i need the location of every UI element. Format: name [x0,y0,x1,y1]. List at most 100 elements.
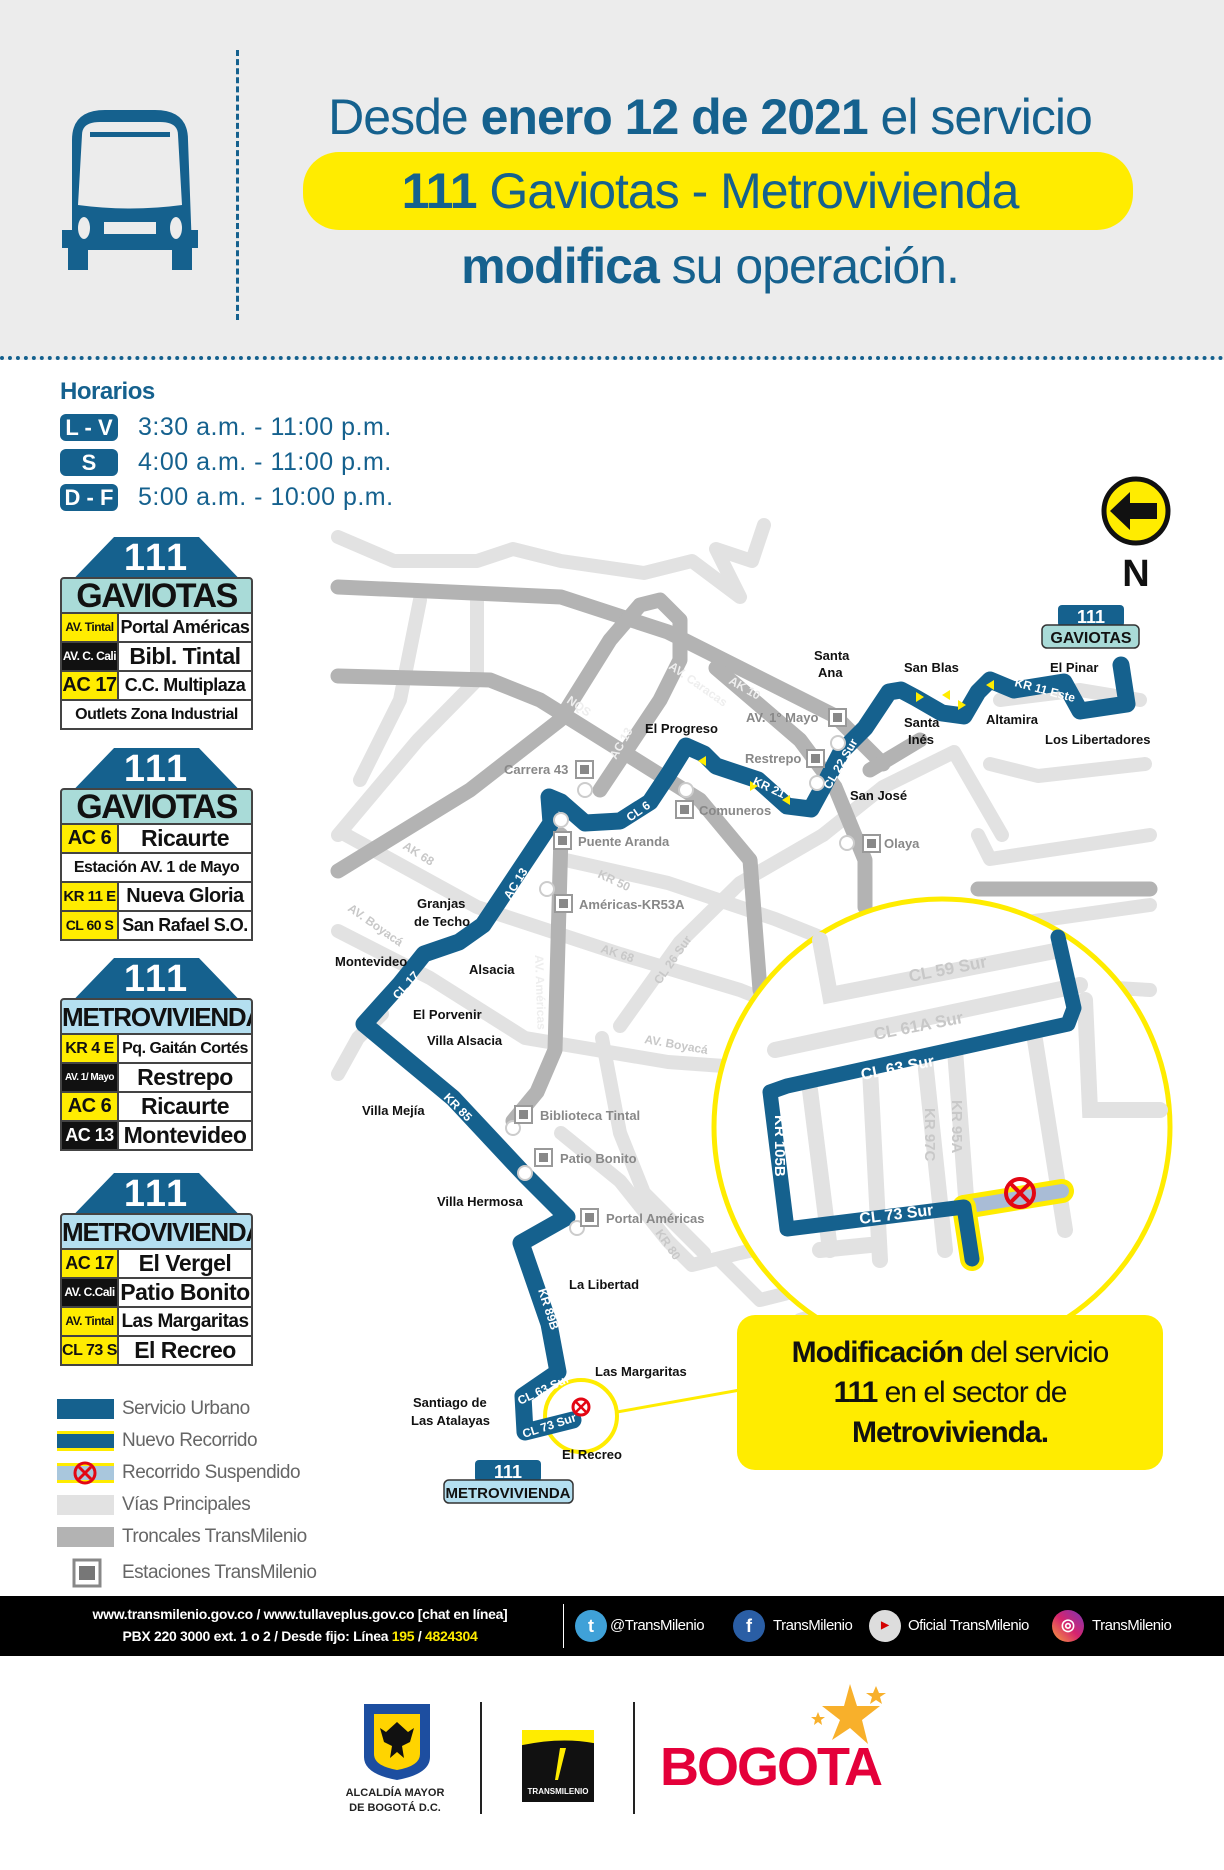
days-badge: S [60,449,118,476]
troncal-label: AK 10 [727,673,764,702]
road-label: AK 68 [400,839,437,869]
main-roads-swatch [57,1495,114,1515]
hours-text: 3:30 a.m. - 11:00 p.m. [138,413,392,441]
place-label: Villa Alsacia [427,1033,503,1048]
stop-name: Outlets Zona Industrial [75,706,238,723]
street-tag: KR 11 E [62,883,119,910]
alcaldia-shield-logo [364,1704,430,1780]
twitter-handle[interactable]: @TransMilenio [610,1617,705,1634]
instagram-icon[interactable]: ◎ [1052,1610,1084,1642]
place-label: de Techo [414,914,470,929]
logo-divider [480,1702,482,1814]
place-label: Granjas [417,896,465,911]
street-label: CL 73 Sur [521,1410,579,1441]
street-label: KR 85 [441,1090,475,1124]
modification-callout: Modificación del servicio 111 en el sect… [737,1315,1163,1470]
street-label: CL 6 [624,798,653,824]
station-icon [57,1558,114,1588]
instagram-handle[interactable]: TransMilenio [1092,1617,1172,1634]
bogota-logo-text: BOGOTA [660,1737,883,1797]
street-label: KR 89B [535,1287,562,1332]
terminal-name: GAVIOTAS [1050,630,1132,647]
troncal-label: AC 13 [606,725,635,762]
stop-name: Ricaurte [140,825,230,851]
terminal-number: 111 [494,1462,522,1482]
place-label: Inés [908,732,934,747]
callout-line: Modificación del servicio [737,1333,1163,1373]
legend-label: Vías Principales [122,1494,251,1515]
stop-name: El Recreo [134,1337,236,1363]
headline-line3: modifica su operación. [250,237,1170,295]
inset-street-label: KR 95A [948,1100,965,1154]
phone-label: PBX 220 3000 ext. 1 o 2 / Desde fijo: Lí… [122,1628,392,1644]
route-destination: GAVIOTAS [60,577,253,614]
place-label: Santiago de [413,1395,487,1410]
stop-name: El Vergel [138,1250,232,1276]
headline-line1: Desde enero 12 de 2021 el servicio [250,88,1170,146]
place-label: El Pinar [1050,660,1098,675]
stop-name: Patio Bonito [120,1279,250,1305]
facebook-handle[interactable]: TransMilenio [773,1617,853,1634]
youtube-icon[interactable]: ▶ [869,1610,901,1642]
place-label: El Recreo [562,1447,622,1462]
station-icon [580,1208,599,1227]
terminal-name: METROVIVIENDA [445,1485,570,1502]
callout-line: 111 en el sector de [737,1373,1163,1413]
place-label: Los Libertadores [1045,732,1150,747]
headline-bold: modifica [461,238,660,294]
callout-bold: Metrovivienda. [851,1416,1049,1449]
street-tag: AC 6 [62,1093,119,1120]
place-label: El Progreso [645,721,718,736]
separator: / [414,1628,426,1644]
station-icon [862,834,881,853]
legend-label: Nuevo Recorrido [122,1430,258,1451]
street-label: KR 27 [688,761,724,792]
new-route-swatch [57,1431,114,1451]
twitter-icon[interactable]: t [575,1610,607,1642]
facebook-icon[interactable]: f [733,1610,765,1642]
station-label: AV. 1° Mayo [746,710,818,725]
phone-number: 4824304 [425,1628,478,1644]
station-label: Puente Aranda [578,834,670,849]
logo-divider [633,1702,635,1814]
youtube-handle[interactable]: Oficial TransMilenio [908,1617,1029,1634]
suspended-route [957,1184,1069,1214]
headline-text: Desde [328,89,481,145]
north-label: N [1122,553,1149,595]
route-destination: GAVIOTAS [60,788,253,825]
bus-icon [62,110,198,270]
street-tag: AV. C. Cali [62,643,119,670]
station-label: Portal Américas [606,1211,705,1226]
hours-text: 5:00 a.m. - 10:00 p.m. [138,483,394,511]
inset-street-label: CL 73 Sur [858,1202,934,1228]
road-label: CL 26 Sur [651,933,695,987]
place-label: La Libertad [569,1277,639,1292]
place-label: Las Atalayas [411,1413,490,1428]
street-tag: AC 13 [62,1122,119,1149]
legend-item: Estaciones TransMilenio [57,1553,317,1593]
websites-text[interactable]: www.transmilenio.gov.co / www.tullaveplu… [92,1606,508,1622]
inset-roads [767,932,1168,1268]
callout-connector [616,1388,741,1414]
route-number: 111 [75,1173,238,1213]
inset-street-label: CL 59 Sur [907,952,989,986]
phone-number: 195 [391,1628,415,1644]
station-label: Olaya [884,836,920,851]
station-icon [514,1105,533,1124]
place-label: San Blas [904,660,959,675]
street-tag: AV. Tintal [62,614,119,641]
street-tag: CL 60 S [62,912,119,939]
suspended-icon [73,1461,97,1485]
suspended-icon [1004,1177,1036,1209]
stop-name: Las Margaritas [121,1311,249,1332]
